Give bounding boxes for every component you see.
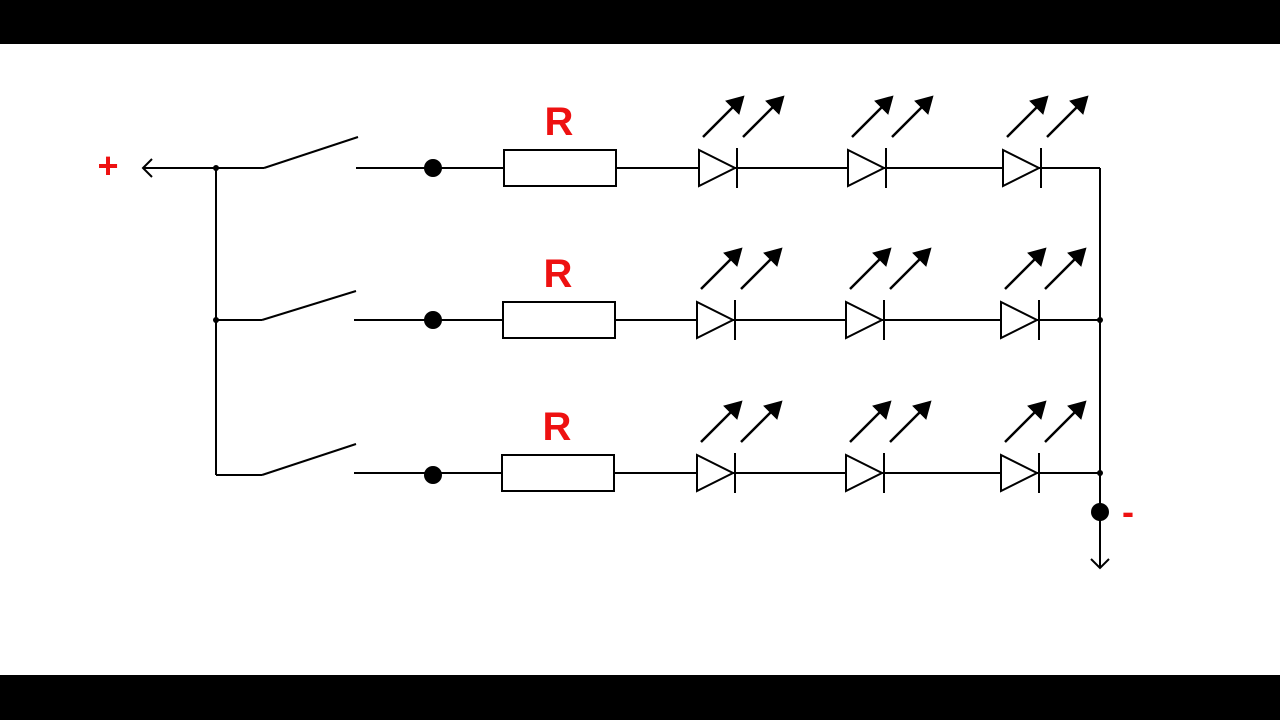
led-3-3: [1000, 400, 1087, 493]
light-arrow-icon: [849, 400, 892, 443]
led-1-1: [698, 95, 785, 188]
node-2: [424, 311, 442, 329]
light-arrow-icon: [700, 247, 743, 290]
light-arrow-icon: [851, 95, 894, 138]
led-3-2: [845, 400, 932, 493]
letterbox-bottom: [0, 675, 1280, 720]
light-arrow-icon: [740, 400, 783, 443]
resistor-label-2: R: [544, 252, 573, 296]
resistor-3: [501, 454, 615, 492]
led-2-1: [696, 247, 783, 340]
led-3-1: [696, 400, 783, 493]
negative-terminal-arrow: [1090, 558, 1110, 570]
switch-1[interactable]: [263, 136, 359, 169]
switch-3[interactable]: [261, 443, 357, 476]
led-2-2: [845, 247, 932, 340]
positive-terminal-label: +: [97, 145, 118, 186]
resistor-label-1: R: [545, 100, 574, 144]
switch-2[interactable]: [261, 290, 357, 321]
branch-2: R: [216, 247, 1100, 340]
led-2-3: [1000, 247, 1087, 340]
led-1-3: [1002, 95, 1089, 188]
light-arrow-icon: [740, 247, 783, 290]
light-arrow-icon: [889, 400, 932, 443]
light-arrow-icon: [889, 247, 932, 290]
light-arrow-icon: [700, 400, 743, 443]
negative-terminal-label: -: [1122, 491, 1134, 532]
light-arrow-icon: [891, 95, 934, 138]
light-arrow-icon: [702, 95, 745, 138]
light-arrow-icon: [1044, 400, 1087, 443]
light-arrow-icon: [1004, 400, 1047, 443]
node-3: [424, 466, 442, 484]
branch-3: R: [216, 400, 1100, 493]
light-arrow-icon: [849, 247, 892, 290]
diagram-canvas: [0, 44, 1280, 675]
led-1-2: [847, 95, 934, 188]
light-arrow-icon: [1004, 247, 1047, 290]
light-arrow-icon: [1006, 95, 1049, 138]
branch-1: R: [263, 95, 1100, 188]
light-arrow-icon: [742, 95, 785, 138]
light-arrow-icon: [1046, 95, 1089, 138]
resistor-2: [502, 301, 616, 339]
resistor-1: [503, 149, 617, 187]
node-1: [424, 159, 442, 177]
light-arrow-icon: [1044, 247, 1087, 290]
resistor-label-3: R: [543, 405, 572, 449]
junction-dot-top: [213, 165, 219, 171]
letterbox-top: [0, 0, 1280, 44]
